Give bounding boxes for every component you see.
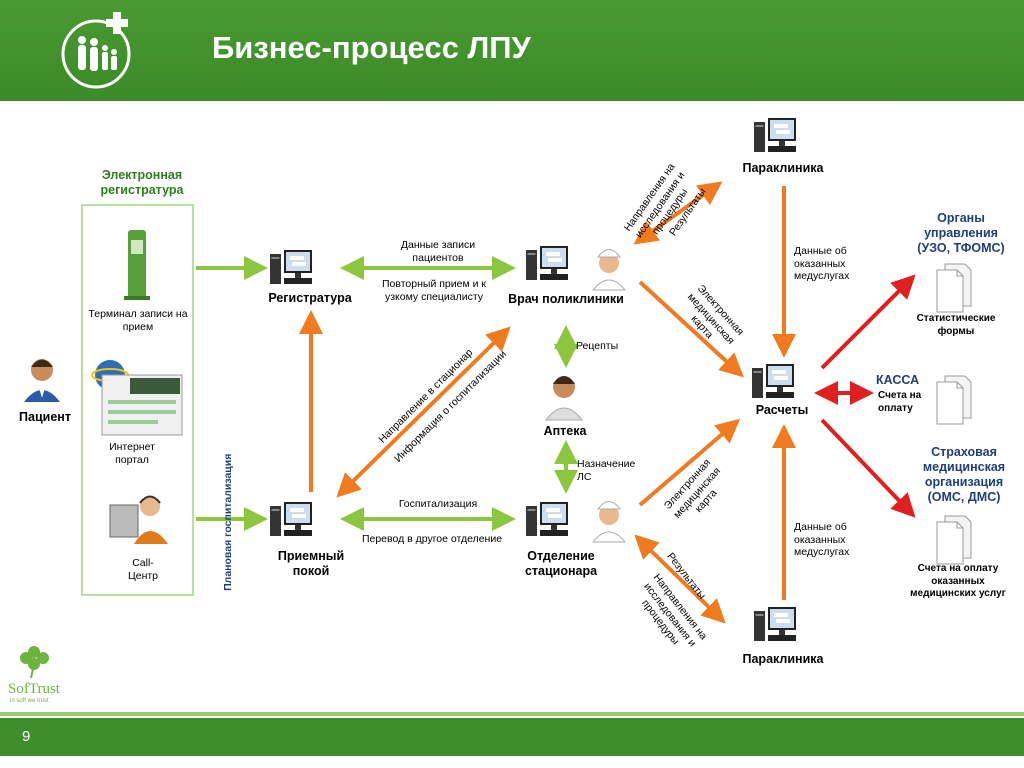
arrow-department-paraclinic-bottom — [634, 534, 726, 624]
paraclinic-bottom-label: Параклиника — [742, 652, 824, 666]
arrow-doctor-admission — [336, 326, 511, 498]
paraclinic-bottom-computer-icon — [754, 607, 796, 641]
billing-computer-icon — [752, 364, 794, 398]
edge-transfer: Перевод в другое отделение — [361, 533, 503, 545]
terminal-label: Терминал записи на прием — [88, 308, 188, 333]
admission-computer-icon — [270, 502, 312, 536]
arrow-doctor-paraclinic-top — [633, 181, 723, 245]
patient-avatar-icon — [24, 359, 60, 402]
doctor-computer-icon — [526, 246, 568, 280]
doctor-avatar-icon — [591, 249, 627, 291]
department-doctor-avatar-icon — [591, 501, 627, 543]
edge-hospitalization: Госпитализация — [398, 498, 478, 510]
e-registry-box — [81, 204, 194, 596]
billing-label: Расчеты — [755, 403, 809, 417]
brand-name: SofTrust — [8, 681, 60, 697]
page-number: 9 — [22, 728, 31, 745]
arrow-billing-insurance — [820, 418, 916, 518]
footer-bar — [0, 718, 1024, 756]
edge-reg-doc-top: Данные записи пациентов — [400, 239, 476, 264]
edge-drug-assignment: Назначение ЛС — [577, 458, 636, 483]
header-bar — [0, 0, 1024, 101]
arrow-department-billing — [638, 418, 741, 507]
registry-computer-icon — [270, 250, 312, 284]
paraclinic-top-computer-icon — [754, 118, 796, 152]
cashier-document-icon — [936, 375, 972, 425]
cashier-label: КАССА — [876, 373, 920, 387]
call-center-icon — [109, 495, 168, 544]
edge-prescriptions: Рецепты — [576, 340, 619, 352]
callcenter-label: Call-Центр — [127, 557, 159, 582]
arrow-billing-mgmt — [820, 274, 916, 370]
stat-forms-document-icon — [936, 263, 972, 313]
arrow-doctor-billing — [638, 280, 744, 378]
admission-label: Приемный покой — [277, 549, 345, 578]
footer-stripe — [0, 712, 1024, 716]
portal-label: Интернет портал — [109, 441, 155, 466]
paraclinic-top-label: Параклиника — [742, 161, 824, 175]
internet-portal-icon — [91, 360, 183, 436]
department-computer-icon — [526, 502, 568, 536]
brand-tagline: in soft we trust — [10, 698, 49, 704]
pharmacist-avatar-icon — [544, 376, 584, 421]
pharmacy-label: Аптека — [543, 424, 587, 438]
e-registry-title: Электронная регистратура — [100, 168, 184, 197]
cashier-doc-label: Счета на оплату — [878, 390, 922, 414]
doctor-label: Врач поликлиники — [508, 292, 624, 306]
edge-services-top: Данные об оказанных медуслугах — [794, 245, 850, 282]
mgmt-label: Органы управления (УЗО, ТФОМС) — [917, 211, 1005, 255]
insurance-label: Страховая медицинская организация (ОМС, … — [922, 445, 1006, 504]
patient-label: Пациент — [19, 410, 71, 424]
edge-services-bottom: Данные об оказанных медуслугах — [794, 521, 850, 558]
edge-planned-hosp: Плановая госпитализация — [221, 453, 234, 591]
department-label: Отделение стационара — [524, 549, 598, 578]
terminal-kiosk-icon — [124, 230, 150, 300]
registry-label: Регистратура — [268, 291, 352, 305]
page-title: Бизнес-процесс ЛПУ — [212, 30, 531, 65]
insurance-doc-label: Счета на оплату оказанных медицинских ус… — [910, 563, 1006, 599]
mgmt-doc-label: Статистические формы — [916, 313, 996, 337]
family-logo-icon — [61, 12, 131, 89]
edge-reg-doc-bottom: Повторный прием и к узкому специалисту — [382, 278, 486, 303]
softrust-clover-icon — [20, 646, 49, 679]
insurance-document-icon — [936, 515, 972, 565]
